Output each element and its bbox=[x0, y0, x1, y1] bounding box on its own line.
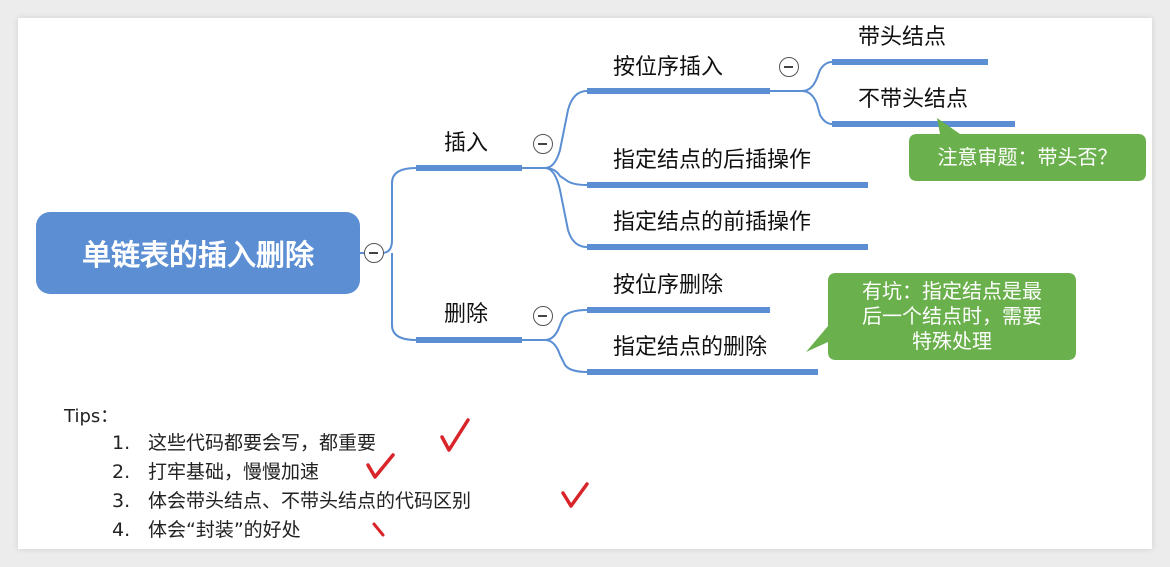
callout-delete-bubble bbox=[806, 273, 1076, 360]
collapse-delete-icon[interactable] bbox=[533, 306, 553, 326]
check-mark-2 bbox=[366, 453, 395, 479]
node-insert-by-position[interactable]: 按位序插入 bbox=[613, 55, 724, 80]
tip-item: 2. 打牢基础，慢慢加速 bbox=[112, 457, 319, 484]
tip-number: 4. bbox=[112, 519, 131, 541]
node-delete[interactable]: 删除 bbox=[444, 302, 489, 327]
tip-number: 2. bbox=[112, 461, 131, 483]
tip-text: 打牢基础，慢慢加速 bbox=[148, 461, 320, 483]
callout-head-bubble bbox=[909, 118, 1146, 181]
node-insert-before-node[interactable]: 指定结点的前插操作 bbox=[613, 210, 812, 235]
node-delete-node[interactable]: 指定结点的删除 bbox=[613, 335, 768, 360]
check-mark-3 bbox=[561, 482, 589, 508]
connector-root-insert bbox=[360, 167, 417, 254]
node-with-head[interactable]: 带头结点 bbox=[858, 25, 947, 50]
callout-delete-text: 有坑：指定结点是最 后一个结点时，需要 特殊处理 bbox=[828, 279, 1076, 354]
tip-number: 3. bbox=[112, 490, 131, 512]
connector-position-children bbox=[770, 61, 833, 92]
root-node[interactable]: 单链表的插入删除 bbox=[36, 212, 360, 294]
tips-title: Tips： bbox=[64, 406, 119, 427]
node-insert-after-node[interactable]: 指定结点的后插操作 bbox=[613, 148, 812, 173]
callout-delete-line-1: 有坑：指定结点是最 bbox=[862, 279, 1042, 303]
tip-text: 体会“封装”的好处 bbox=[148, 519, 301, 541]
tip-item: 4. 体会“封装”的好处 bbox=[112, 515, 301, 542]
root-node-label: 单链表的插入删除 bbox=[81, 238, 314, 272]
tip-text: 这些代码都要会写，都重要 bbox=[148, 432, 377, 454]
check-mark-1 bbox=[440, 418, 470, 452]
tip-item: 3. 体会带头结点、不带头结点的代码区别 bbox=[112, 486, 471, 513]
node-without-head[interactable]: 不带头结点 bbox=[858, 87, 969, 112]
tip-item: 1. 这些代码都要会写，都重要 bbox=[112, 428, 376, 455]
callout-delete-line-2: 后一个结点时，需要 bbox=[862, 304, 1042, 328]
connector-root-delete bbox=[391, 253, 417, 341]
callout-head-text: 注意审题：带头否？ bbox=[937, 145, 1118, 169]
callout-delete-line-3: 特殊处理 bbox=[912, 329, 992, 353]
tip-number: 1. bbox=[112, 432, 131, 454]
collapse-by-position-icon[interactable] bbox=[779, 57, 799, 77]
check-mark-4 bbox=[372, 522, 385, 537]
tip-text: 体会带头结点、不带头结点的代码区别 bbox=[148, 490, 472, 512]
connector-delete-children bbox=[522, 309, 588, 341]
node-insert[interactable]: 插入 bbox=[444, 131, 489, 156]
node-delete-by-position[interactable]: 按位序删除 bbox=[613, 273, 724, 298]
connector-insert-children bbox=[522, 90, 588, 169]
collapse-root-icon[interactable] bbox=[364, 243, 384, 263]
collapse-insert-icon[interactable] bbox=[533, 134, 553, 154]
